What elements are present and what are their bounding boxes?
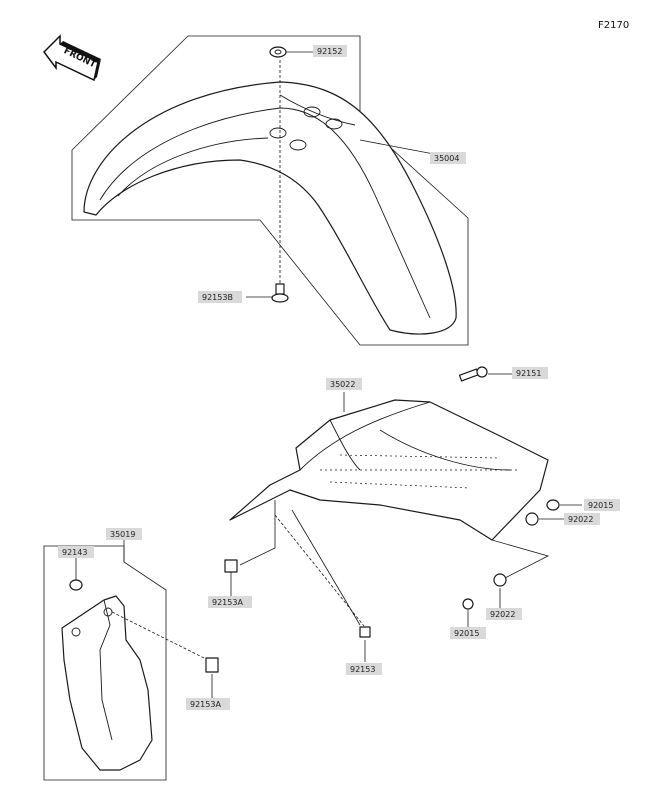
svg-text:35022: 35022 (330, 380, 355, 389)
front-arrow-icon: FRONT (43, 34, 101, 82)
grommet-92152 (269, 46, 287, 58)
label-92022-b: 92022 (486, 608, 522, 620)
front-fender (83, 81, 457, 335)
mud-flap-group (43, 540, 219, 781)
label-92153: 92153 (346, 663, 382, 675)
svg-text:92143: 92143 (62, 548, 87, 557)
bolt-92153B (275, 283, 285, 295)
label-35004: 35004 (430, 152, 466, 164)
rear-fender (229, 399, 549, 541)
label-92015: 92015 (584, 499, 620, 511)
label-92143: 92143 (58, 546, 94, 558)
bolt-92153 (359, 626, 371, 638)
bolt-92153A-upper (224, 559, 238, 573)
svg-text:92152: 92152 (317, 47, 342, 56)
label-92151: 92151 (512, 367, 548, 379)
label-92015-b: 92015 (450, 627, 486, 639)
label-35022: 35022 (326, 378, 362, 390)
svg-text:35019: 35019 (110, 530, 135, 539)
front-fender-group (71, 35, 469, 346)
svg-text:92022: 92022 (490, 610, 515, 619)
svg-text:92153B: 92153B (202, 293, 233, 302)
svg-text:92015: 92015 (454, 629, 479, 638)
grommet-92143 (69, 579, 83, 591)
page-code: F2170 (598, 20, 629, 31)
bolt-92153A-lower (205, 657, 219, 673)
label-92152: 92152 (313, 45, 347, 57)
collar-92022-b (493, 573, 507, 587)
collar-92022-a (525, 512, 539, 526)
label-92153A-lower: 92153A (186, 698, 230, 710)
label-35019: 35019 (106, 528, 142, 540)
svg-text:92153A: 92153A (190, 700, 221, 709)
bolt-92151 (458, 368, 480, 382)
label-92153B: 92153B (198, 291, 242, 303)
nut-92015 (546, 499, 560, 511)
svg-text:92153: 92153 (350, 665, 375, 674)
svg-text:92153A: 92153A (212, 598, 243, 607)
label-92022-a: 92022 (564, 513, 600, 525)
svg-text:92151: 92151 (516, 369, 541, 378)
label-92153A-upper: 92153A (208, 596, 252, 608)
svg-text:35004: 35004 (434, 154, 459, 163)
svg-text:92022: 92022 (568, 515, 593, 524)
svg-text:92015: 92015 (588, 501, 613, 510)
rear-fender-group (224, 366, 582, 662)
mud-flap (61, 595, 153, 771)
nut-92015-b (462, 598, 474, 610)
